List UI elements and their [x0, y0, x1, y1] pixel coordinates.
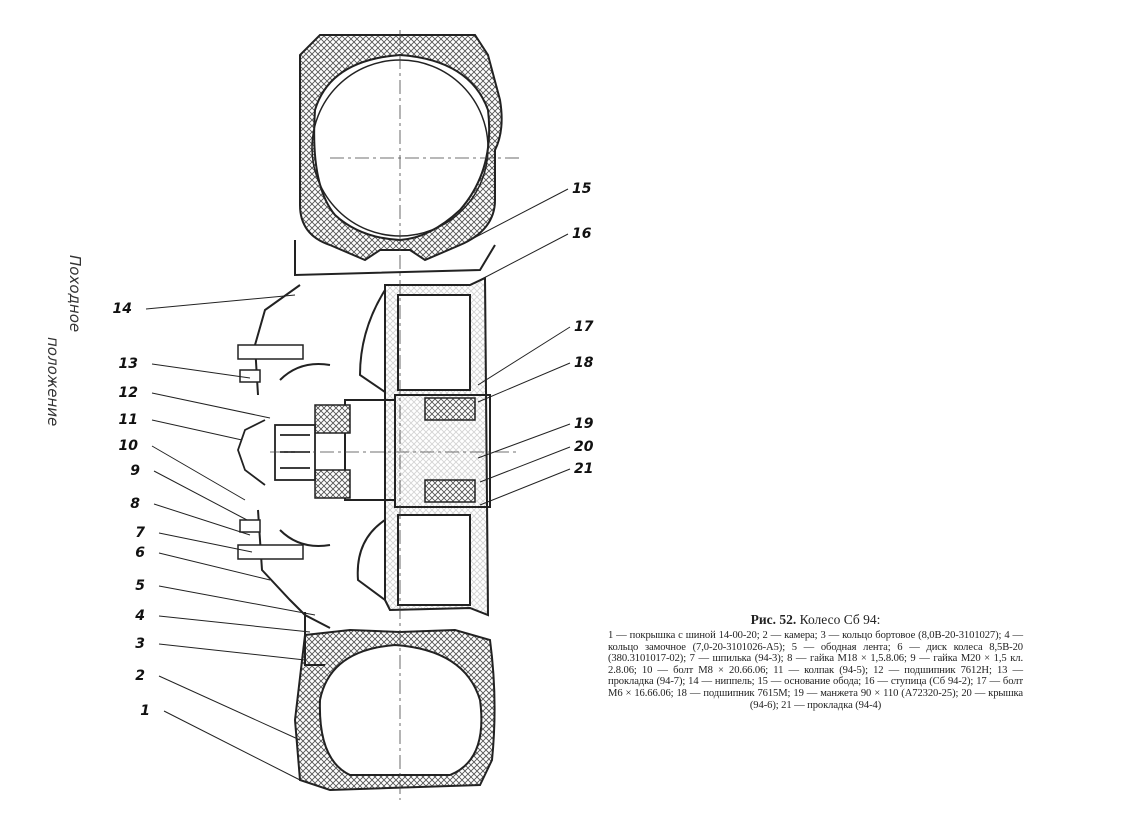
callout-9: 9 [130, 463, 140, 479]
leader-line-19 [477, 423, 571, 459]
leader-line-3 [158, 643, 306, 661]
center-lines [270, 30, 520, 800]
callout-12: 12 [119, 385, 138, 401]
studs-and-nuts [237, 344, 304, 560]
callout-19: 19 [574, 416, 594, 432]
callout-11: 11 [119, 412, 138, 428]
hub [344, 276, 491, 617]
callout-13: 13 [119, 356, 138, 372]
callout-21: 21 [574, 461, 593, 477]
leader-line-6 [158, 552, 271, 581]
leader-line-7 [158, 532, 253, 553]
callout-8: 8 [130, 496, 140, 512]
leader-line-17 [477, 326, 571, 386]
leader-line-1 [163, 710, 301, 781]
caption-title: Рис. 52. Колесо Сб 94: [608, 612, 1023, 628]
callout-18: 18 [574, 355, 594, 371]
callout-3: 3 [135, 636, 145, 652]
leader-lines [145, 188, 571, 781]
callout-4: 4 [134, 608, 145, 624]
leader-line-5 [158, 585, 316, 616]
callout-14: 14 [113, 301, 132, 317]
tire-cover-bottom [293, 628, 496, 792]
leader-line-8 [153, 503, 251, 536]
leader-line-15 [469, 188, 569, 241]
leader-line-18 [477, 362, 571, 403]
leader-line-4 [158, 615, 311, 633]
callout-15: 15 [572, 181, 592, 197]
leader-line-20 [479, 446, 571, 483]
figure-caption: Рис. 52. Колесо Сб 94: 1 — покрышка с ши… [608, 612, 1023, 711]
leader-line-2 [158, 675, 301, 741]
leader-line-14 [145, 294, 296, 310]
callout-6: 6 [135, 545, 145, 561]
caption-legend: 1 — покрышка с шиной 14-00-20; 2 — камер… [608, 630, 1023, 711]
callout-7: 7 [135, 525, 145, 541]
callout-2: 2 [135, 668, 145, 684]
hub-cap-and-nut [237, 419, 316, 486]
leader-line-21 [479, 468, 571, 506]
leader-line-13 [151, 363, 251, 379]
bearings [314, 397, 476, 503]
leader-line-10 [151, 445, 246, 501]
callout-1: 1 [140, 703, 150, 719]
leader-line-9 [153, 470, 248, 521]
leader-line-12 [151, 392, 271, 419]
callout-5: 5 [135, 578, 145, 594]
leader-line-16 [479, 233, 569, 281]
figure-number: Рис. 52. [750, 612, 797, 627]
callout-20: 20 [574, 439, 594, 455]
callout-16: 16 [572, 226, 592, 242]
leader-line-11 [151, 419, 243, 441]
callout-10: 10 [119, 438, 139, 454]
figure-title: Колесо Сб 94: [799, 612, 881, 627]
callout-17: 17 [574, 319, 594, 335]
tire-cover-top [299, 34, 503, 262]
